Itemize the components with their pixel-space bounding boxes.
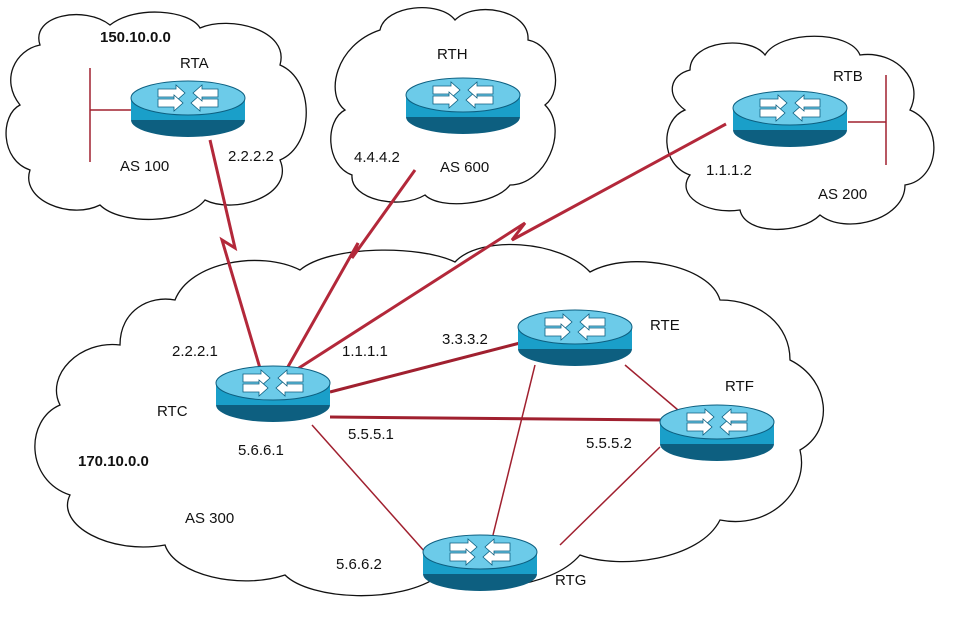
router-rtc[interactable] (215, 365, 331, 423)
router-icon (517, 309, 633, 367)
router-icon (130, 80, 246, 138)
router-rte[interactable] (517, 309, 633, 367)
link-rtf-rtg (559, 446, 661, 546)
router-icon (422, 534, 538, 592)
router-name-rth: RTH (437, 46, 468, 63)
router-icon (659, 404, 775, 462)
interface-label-rtc-to-rtg: 5.6.6.1 (238, 442, 284, 459)
serial-link-rtb-rtc (287, 122, 727, 377)
interface-label-rtb: 1.1.1.2 (706, 162, 752, 179)
interface-label-rtc-to-rtb: 1.1.1.1 (342, 343, 388, 360)
as-label-200: AS 200 (818, 186, 867, 203)
interface-label-rtg: 5.6.6.2 (336, 556, 382, 573)
interface-label-rtc-to-rtf: 5.5.5.1 (348, 426, 394, 443)
router-icon (215, 365, 331, 423)
link-rtc-rtg (311, 424, 426, 553)
interface-label-rta: 2.2.2.2 (228, 148, 274, 165)
serial-link-rta-rtc (208, 139, 264, 376)
router-name-rtc: RTC (157, 403, 188, 420)
router-icon (405, 77, 521, 135)
interface-label-rtf: 5.5.5.2 (586, 435, 632, 452)
link-rte-rtf (624, 364, 679, 411)
router-name-rtf: RTF (725, 378, 754, 395)
router-rth[interactable] (405, 77, 521, 135)
router-icon (732, 90, 848, 148)
router-rtf[interactable] (659, 404, 775, 462)
network-label-as100: 150.10.0.0 (100, 29, 171, 46)
serial-link-rth-rtc (283, 169, 417, 373)
router-rtb[interactable] (732, 90, 848, 148)
network-label-as300: 170.10.0.0 (78, 453, 149, 470)
router-name-rta: RTA (180, 55, 209, 72)
link-rtc-rte (329, 341, 521, 394)
router-rta[interactable] (130, 80, 246, 138)
as-label-100: AS 100 (120, 158, 169, 175)
interface-label-rth: 4.4.4.2 (354, 149, 400, 166)
router-name-rtg: RTG (555, 572, 586, 589)
link-rte-rtg (492, 364, 536, 536)
as-label-600: AS 600 (440, 159, 489, 176)
router-rtg[interactable] (422, 534, 538, 592)
router-name-rtb: RTB (833, 68, 863, 85)
link-rtc-rtf (329, 415, 666, 422)
as-label-300: AS 300 (185, 510, 234, 527)
interface-label-rtc-to-rta: 2.2.2.1 (172, 343, 218, 360)
router-name-rte: RTE (650, 317, 680, 334)
interface-label-rte: 3.3.3.2 (442, 331, 488, 348)
